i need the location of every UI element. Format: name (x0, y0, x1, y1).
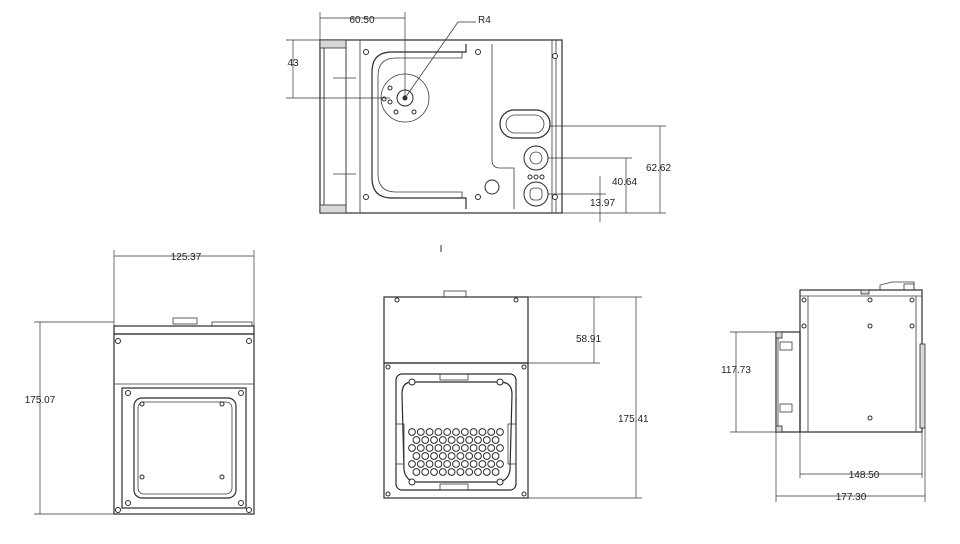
nozzle-hole (478, 460, 487, 468)
front-view: I 58.91 175.41 (383, 244, 649, 499)
nozzle-hole (491, 468, 500, 476)
nozzle-hole (456, 452, 465, 460)
dim-side-total: 177.30 (836, 492, 867, 503)
nozzle-hole (425, 460, 434, 468)
nozzle-hole (465, 436, 474, 444)
nozzle-hole (408, 428, 416, 436)
nozzle-hole (443, 428, 452, 436)
nozzle-hole (469, 460, 478, 468)
nozzle-hole (412, 436, 421, 444)
left-view-window-frame (121, 387, 247, 509)
nozzle-hole (434, 444, 443, 452)
dim-front-upper: 58.91 (576, 334, 601, 345)
left-view-window (133, 397, 237, 499)
nozzle-hole (425, 428, 434, 436)
nozzle-hole (456, 436, 465, 444)
nozzle-hole (447, 436, 456, 444)
left-view-top-band (113, 325, 255, 335)
nozzle-hole (416, 460, 425, 468)
nozzle-hole (447, 468, 456, 476)
nozzle-hole (412, 452, 421, 460)
dim-side-panel: 117.73 (721, 365, 751, 376)
nozzle-hole (447, 452, 456, 460)
slot-outer (499, 109, 551, 139)
nozzle-hole (491, 452, 500, 460)
nozzle-hole (487, 460, 496, 468)
nozzle-hole (487, 428, 496, 436)
nozzle-hole (408, 444, 416, 452)
nozzle-hole (478, 428, 487, 436)
nozzle-hole (412, 468, 421, 476)
nozzle-hole (452, 460, 460, 468)
nozzle-hole (460, 428, 469, 436)
front-view-window (401, 381, 513, 483)
dim-slot-height: 62.62 (646, 163, 671, 174)
side-view: 117.73 148.50 177.30 (721, 281, 926, 503)
side-view-body (799, 289, 923, 433)
dim-left-width: 125.37 (171, 252, 202, 263)
nozzle-hole (425, 444, 434, 452)
nozzle-hole (416, 444, 425, 452)
nozzle-hole (496, 444, 504, 452)
side-view-panel (775, 331, 801, 433)
nozzle-hole (487, 444, 496, 452)
front-view-upper (383, 296, 529, 364)
port-lower (523, 181, 549, 207)
nozzle-hole (456, 468, 465, 476)
nozzle-hole (496, 460, 504, 468)
nozzle-hole (460, 444, 469, 452)
nozzle-hole (434, 428, 443, 436)
nozzle-hole (443, 460, 452, 468)
dim-port-height: 40.64 (612, 177, 637, 188)
nozzle-hole (465, 452, 474, 460)
nozzle-hole (438, 468, 447, 476)
dim-front-total: 175.41 (618, 414, 649, 425)
nozzle-hole (469, 428, 478, 436)
nozzle-hole (438, 452, 447, 460)
channel-outline (371, 44, 467, 209)
dim-top-radius: R4 (478, 15, 491, 26)
nozzle-hole (430, 468, 438, 476)
left-view: 125.37 175.07 (25, 250, 255, 515)
nozzle-hole (482, 452, 491, 460)
top-view: 60.50 R4 43 62.62 40.64 13.97 (286, 12, 671, 222)
dim-left-height: 175.07 (25, 395, 56, 406)
nozzle-hole (469, 444, 478, 452)
view-marker: I (440, 244, 443, 255)
dim-top-width: 60.50 (349, 15, 374, 26)
nozzle-hole (452, 428, 460, 436)
nozzle-hole (421, 452, 430, 460)
nozzle-hole (474, 468, 482, 476)
top-view-body (319, 39, 563, 214)
nozzle-hole (465, 468, 474, 476)
nozzle-hole (482, 436, 491, 444)
nozzle-hole (443, 444, 452, 452)
nozzle-hole (491, 436, 500, 444)
dim-bottom-port: 13.97 (590, 198, 615, 209)
nozzle-hole (416, 428, 425, 436)
nozzle-hole (434, 460, 443, 468)
left-view-body (113, 333, 255, 515)
dim-side-body: 148.50 (849, 470, 880, 481)
nozzle-hole (496, 428, 504, 436)
port-upper (523, 145, 549, 171)
nozzle-grid (408, 428, 504, 476)
nozzle-hole (430, 452, 438, 460)
front-view-lower (383, 362, 529, 499)
nozzle-hole (474, 452, 482, 460)
nozzle-hole (438, 436, 447, 444)
nozzle-hole (430, 436, 438, 444)
dim-top-height: 43 (287, 58, 299, 69)
nozzle-hole (421, 468, 430, 476)
nozzle-hole (478, 444, 487, 452)
nozzle-hole (474, 436, 482, 444)
nozzle-hole (452, 444, 460, 452)
nozzle-hole (482, 468, 491, 476)
nozzle-hole (421, 436, 430, 444)
nozzle-hole (408, 460, 416, 468)
nozzle-hole (460, 460, 469, 468)
